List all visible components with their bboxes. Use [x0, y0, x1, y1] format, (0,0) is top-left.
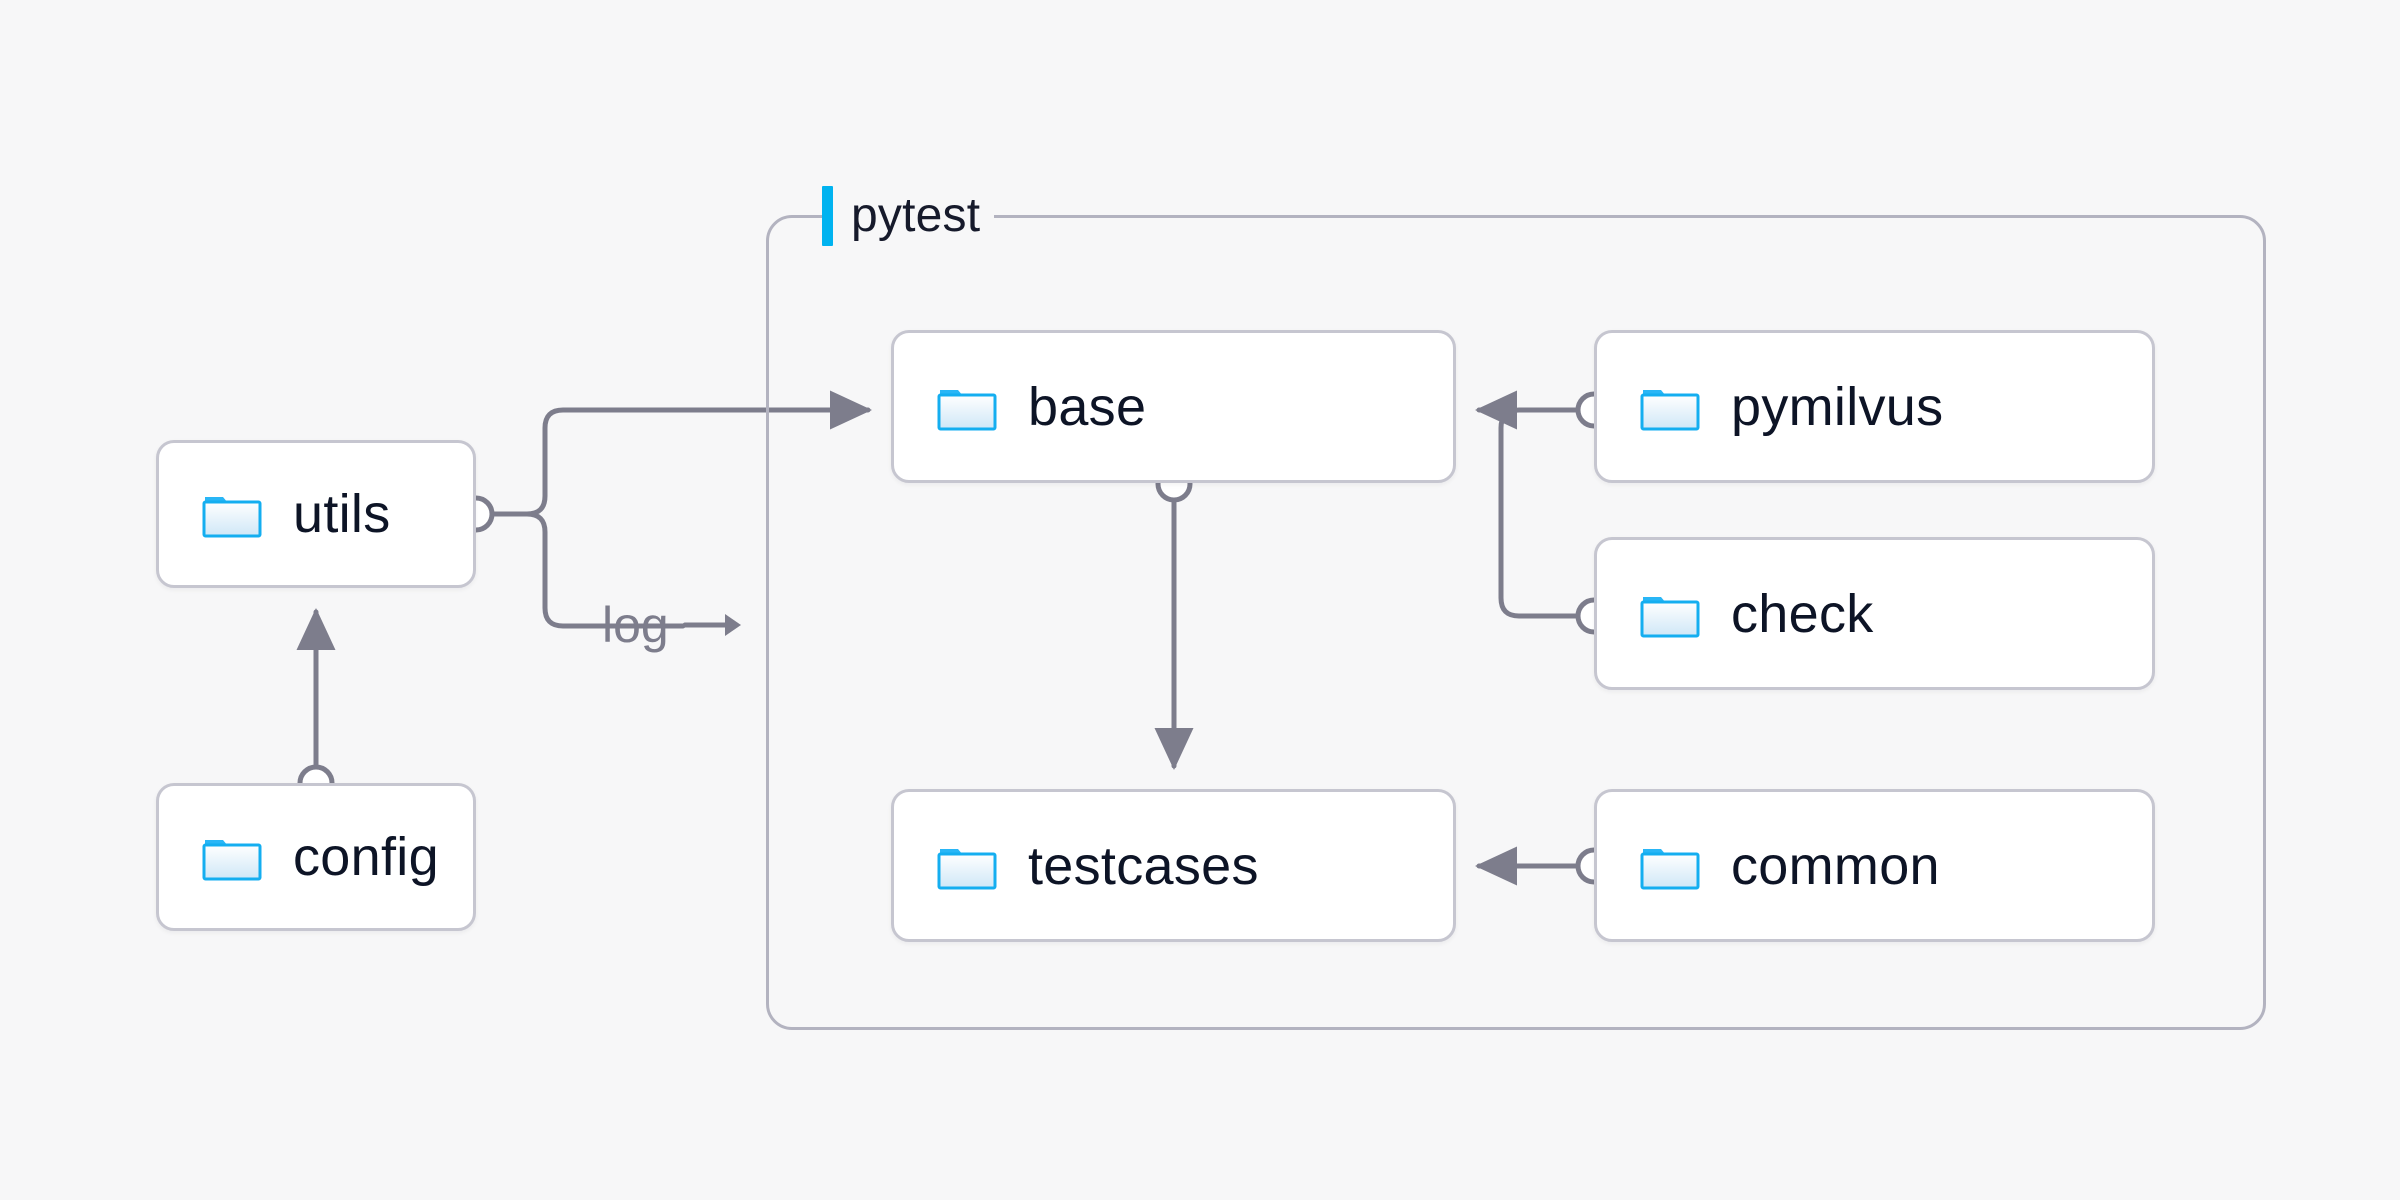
node-check[interactable]: check	[1594, 537, 2155, 690]
group-title-text: pytest	[851, 189, 981, 242]
node-label-common: common	[1731, 835, 1940, 896]
node-label-check: check	[1731, 583, 1874, 644]
group-pytest-label: pytest	[822, 185, 995, 247]
folder-icon	[1640, 389, 1700, 430]
folder-icon	[1640, 596, 1700, 637]
node-label-config: config	[293, 827, 439, 887]
arrow-right-icon	[682, 614, 741, 636]
folder-icon	[937, 848, 997, 889]
node-utils[interactable]: utils	[156, 440, 476, 588]
group-pytest[interactable]	[766, 215, 2266, 1030]
node-label-utils: utils	[293, 484, 391, 544]
edge-label-log: log	[602, 600, 743, 650]
node-testcases[interactable]: testcases	[891, 789, 1456, 942]
folder-icon	[1640, 848, 1700, 889]
node-pymilvus[interactable]: pymilvus	[1594, 330, 2155, 483]
folder-icon	[202, 840, 262, 881]
folder-icon	[202, 497, 262, 538]
node-label-pymilvus: pymilvus	[1731, 376, 1944, 437]
node-label-base: base	[1028, 376, 1147, 437]
node-label-testcases: testcases	[1028, 835, 1259, 896]
node-config[interactable]: config	[156, 783, 476, 931]
folder-icon	[937, 389, 997, 430]
node-base[interactable]: base	[891, 330, 1456, 483]
vertical-bar-accent-icon	[822, 186, 833, 246]
node-common[interactable]: common	[1594, 789, 2155, 942]
edge-label-log-text: log	[602, 597, 669, 653]
